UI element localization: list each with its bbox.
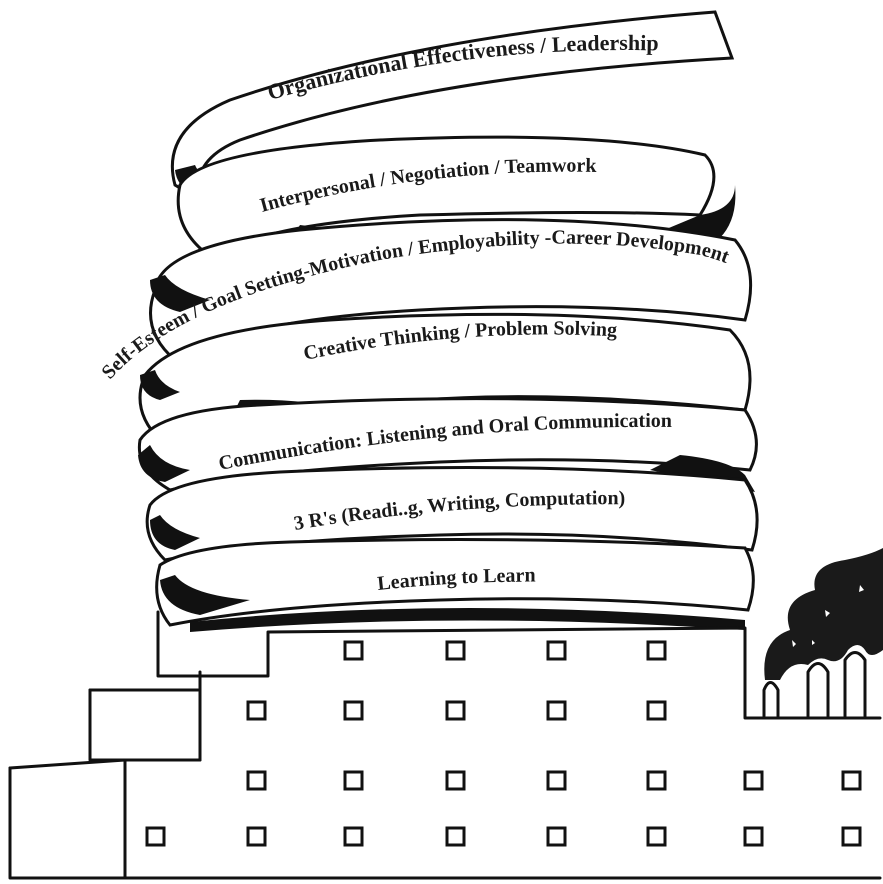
window xyxy=(246,700,267,721)
window xyxy=(445,770,466,791)
window xyxy=(841,770,862,791)
window xyxy=(646,700,667,721)
window xyxy=(445,826,466,847)
factory-windows xyxy=(145,640,862,847)
window xyxy=(343,640,364,661)
window xyxy=(646,640,667,661)
window xyxy=(445,700,466,721)
window xyxy=(343,770,364,791)
ribbon-spiral xyxy=(137,10,759,632)
window xyxy=(343,826,364,847)
window xyxy=(743,770,764,791)
factory-building-icon xyxy=(8,610,882,880)
window xyxy=(546,640,567,661)
window xyxy=(246,770,267,791)
window xyxy=(646,826,667,847)
window xyxy=(445,640,466,661)
window xyxy=(743,826,764,847)
window xyxy=(546,826,567,847)
window xyxy=(546,770,567,791)
smokestacks-icon xyxy=(762,548,883,718)
window xyxy=(646,770,667,791)
window xyxy=(246,826,267,847)
window xyxy=(343,700,364,721)
window xyxy=(841,826,862,847)
window xyxy=(546,700,567,721)
window xyxy=(145,826,166,847)
